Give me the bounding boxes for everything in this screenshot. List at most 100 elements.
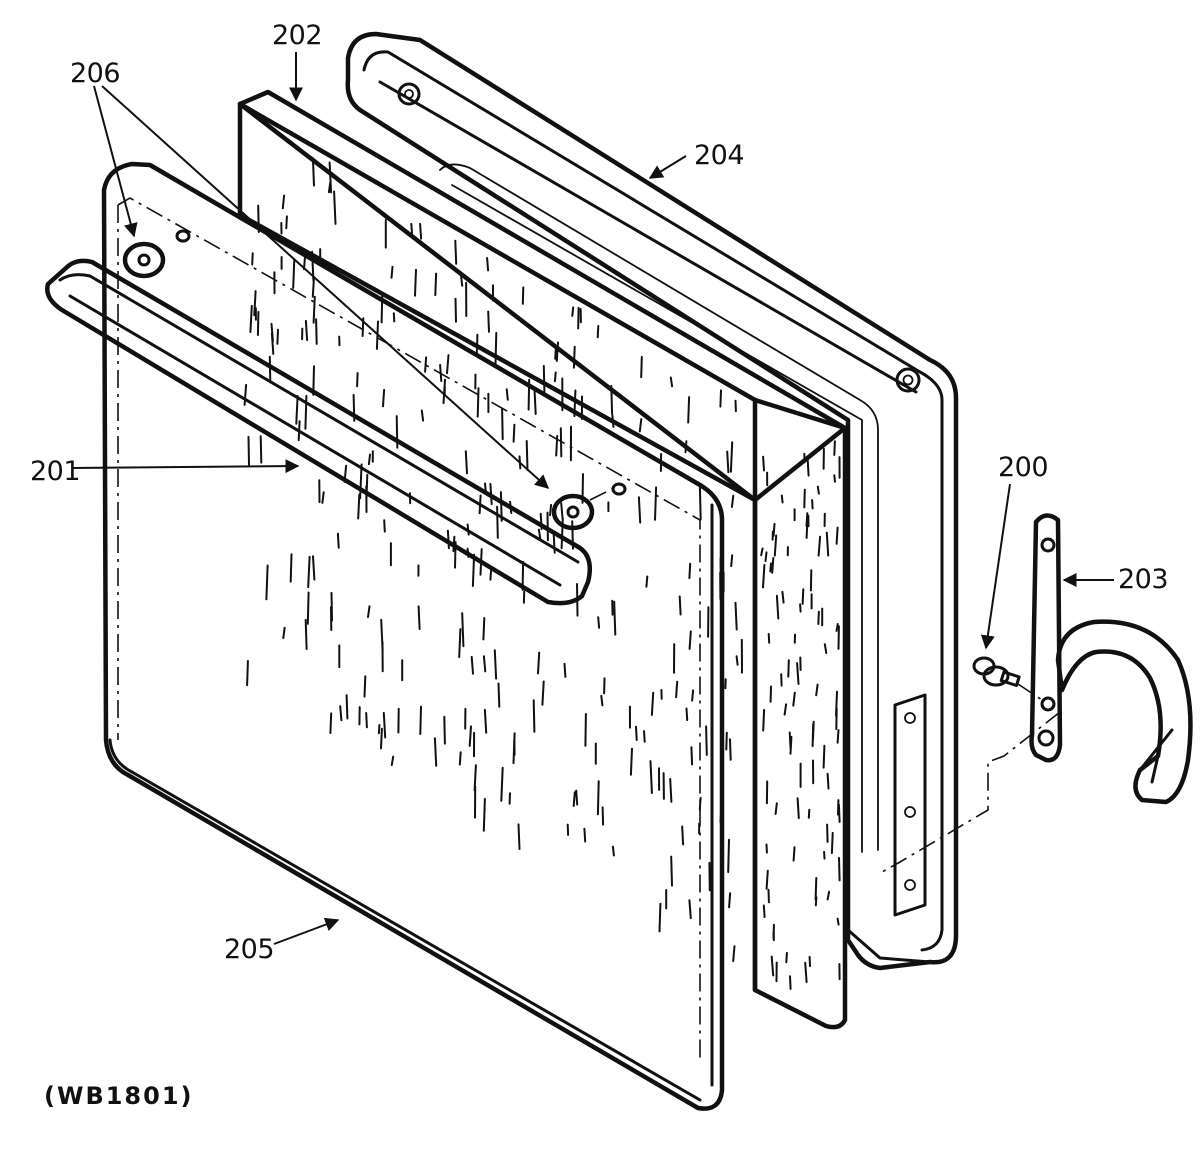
insulation-grain-stroke [801,588,805,605]
insulation-grain-stroke [670,855,673,887]
insulation-grain-stroke [719,389,722,408]
insulation-grain-stroke [419,222,423,240]
insulation-grain-stroke [251,252,254,266]
insulation-grain-stroke [780,494,784,504]
door-handle-part-201 [45,258,592,606]
insulation-grain-stroke [464,450,468,475]
door-liner-part-204 [345,31,959,971]
insulation-grain-stroke [420,409,425,422]
insulation-grain-stroke [500,766,504,802]
insulation-grain-stroke [329,712,333,734]
leader-201 [71,459,300,474]
insulation-grain-stroke [560,502,564,520]
insulation-grain-stroke [304,618,308,650]
insulation-grain-stroke [390,755,395,766]
hinge-part-203 [1029,513,1193,805]
insulation-grain-stroke [826,823,829,843]
insulation-grain-stroke [563,662,567,678]
handle-washer-left [122,229,191,279]
insulation-grain-stroke [246,660,249,687]
insulation-grain-stroke [584,713,587,747]
insulation-grain-stroke [814,877,818,901]
insulation-grain-stroke [434,272,438,297]
insulation-grain-stroke [359,463,363,500]
insulation-grain-stroke [658,902,662,933]
insulation-grain-stroke [826,772,830,790]
insulation-grain-stroke [760,547,764,557]
insulation-grain-stroke [383,519,386,533]
insulation-grain-stroke [541,680,545,706]
insulation-grain-stroke [583,827,587,843]
insulation-grain-stroke [769,562,772,573]
insulation-grain-stroke [597,616,601,629]
insulation-grain-stroke [243,383,248,406]
insulation-grain-stroke [796,662,800,685]
insulation-grain-stroke [517,823,521,850]
insulation-grain-stroke [640,355,643,379]
insulation-grain-stroke [512,423,516,443]
callout-204: 204 [694,140,744,171]
insulation-grain-stroke [333,190,337,225]
insulation-grain-stroke [734,601,738,631]
insulation-grain-stroke [276,328,279,345]
insulation-grain-stroke [292,258,296,289]
insulation-grain-stroke [629,747,633,776]
insulation-grain-stroke [380,727,383,750]
insulation-grain-stroke [281,194,286,210]
insulation-grain-stroke [493,649,498,680]
insulation-grain-stroke [419,705,422,735]
insulation-grain-stroke [815,683,819,697]
insulation-grain-stroke [727,838,730,873]
insulation-grain-stroke [783,703,788,716]
insulation-grain-stroke [638,418,643,433]
insulation-grain-stroke [312,295,316,324]
insulation-grain-stroke [688,562,692,580]
insulation-grain-stroke [268,355,272,384]
insulation-grain-stroke [571,306,575,317]
insulation-grain-stroke [635,725,638,741]
insulation-grain-stroke [681,825,685,846]
insulation-grain-stroke [735,655,739,666]
insulation-grain-stroke [525,440,529,472]
callout-200: 200 [998,452,1048,483]
callout-202: 202 [272,20,322,51]
insulation-grain-stroke [458,751,462,766]
insulation-grain-stroke [650,691,655,716]
insulation-grain-stroke [417,605,421,630]
insulation-grain-stroke [442,378,446,405]
insulation-grain-stroke [799,603,802,613]
insulation-grain-stroke [446,354,450,375]
insulation-grain-stroke [306,591,310,625]
insulation-grain-stroke [501,407,504,441]
insulation-grain-stroke [698,486,702,521]
insulation-grain-stroke [473,764,477,792]
insulation-grain-stroke [285,215,288,230]
liner-screw-right [895,367,921,393]
insulation-grain-stroke [611,414,615,428]
insulation-grain-stroke [762,904,766,918]
insulation-grain-stroke [816,485,820,495]
insulation-grain-stroke [424,356,428,373]
insulation-grain-stroke [496,505,499,539]
insulation-grain-stroke [259,435,263,464]
insulation-grain-stroke [483,708,488,734]
insulation-grain-stroke [772,522,776,537]
insulation-grain-stroke [836,729,840,744]
insulation-grain-stroke [461,612,465,648]
insulation-grain-stroke [596,324,600,339]
insulation-grain-stroke [330,591,333,622]
insulation-grain-stroke [377,724,381,735]
insulation-grain-stroke [555,341,559,362]
insulation-grain-stroke [494,331,498,366]
insulation-grain-stroke [458,628,462,658]
insulation-grain-stroke [726,450,730,474]
insulation-grain-stroke [380,291,384,324]
insulation-grain-stroke [669,376,674,388]
insulation-grain-stroke [454,239,458,265]
insulation-grain-stroke [789,975,792,990]
insulation-grain-stroke [687,396,691,424]
insulation-grain-stroke [468,725,472,747]
insulation-grain-stroke [762,455,765,472]
insulation-grain-stroke [307,555,311,589]
insulation-grain-stroke [357,493,361,520]
